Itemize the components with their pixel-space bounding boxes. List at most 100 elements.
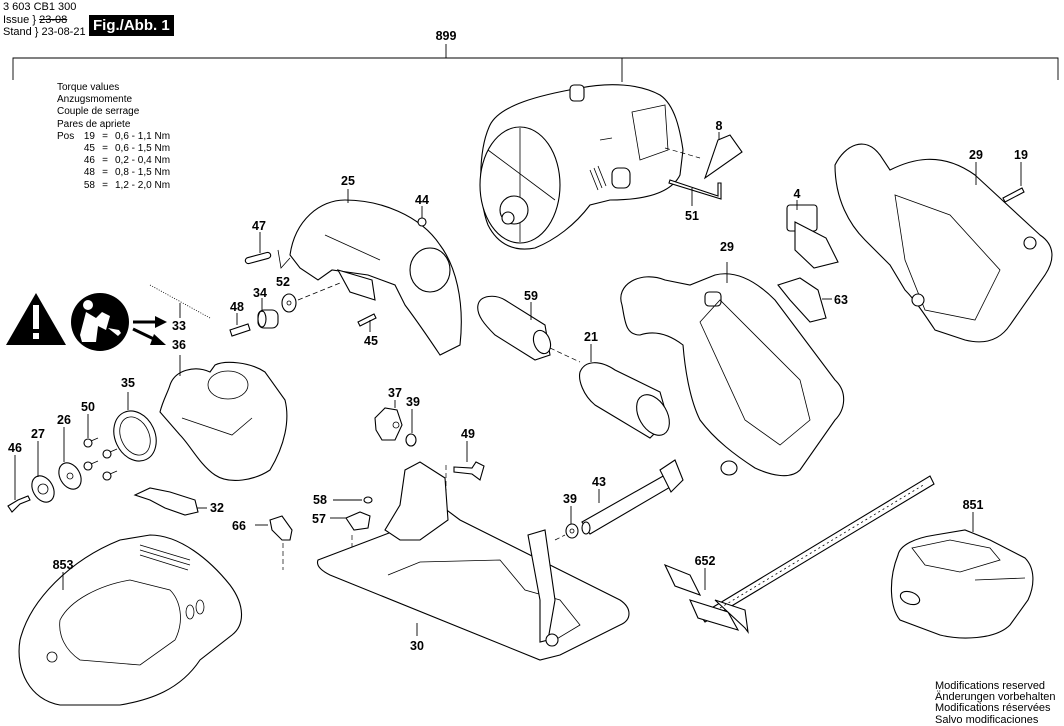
part-26-washer	[58, 462, 82, 490]
part-label-34: 34	[253, 286, 267, 300]
mod-fr: Modifications réservées	[935, 702, 1051, 715]
part-label-57: 57	[312, 512, 326, 526]
part-66-knob	[269, 515, 293, 541]
part-39-washer-a	[405, 433, 417, 447]
part-8-wedge	[703, 134, 743, 180]
stand-line: Stand } 23-08-21	[3, 26, 86, 38]
part-19-screw	[1002, 187, 1025, 203]
figure-label: Fig./Abb. 1	[89, 15, 174, 36]
part-47-pin	[244, 251, 272, 265]
part-57-clip	[345, 511, 371, 531]
part-label-52: 52	[276, 275, 290, 289]
part-48-screw	[229, 323, 251, 337]
part-label-45: 45	[364, 334, 378, 348]
warning-triangle-icon	[6, 293, 66, 345]
torque-row: Pos 19 = 0,6 - 1,1 Nm	[57, 131, 170, 143]
part-label-851: 851	[963, 498, 984, 512]
part-label-39-b: 39	[563, 492, 577, 506]
torque-eq: =	[102, 167, 108, 179]
torque-pos: 48	[83, 167, 95, 179]
part-label-59: 59	[524, 289, 538, 303]
part-label-27: 27	[31, 427, 45, 441]
torque-value: 0,6 - 1,1 Nm	[115, 130, 171, 142]
part-label-4: 4	[794, 187, 801, 201]
part-label-49: 49	[461, 427, 475, 441]
part-label-26: 26	[57, 413, 71, 427]
motor-unit	[479, 84, 684, 250]
part-652-parallel-guide	[663, 475, 935, 635]
part-39-washer-b	[565, 523, 579, 539]
arrow-to-36-icon	[132, 327, 166, 345]
issue-line: Issue } 23-08	[3, 14, 68, 26]
part-30-base-plate	[316, 461, 630, 661]
part-58-screw	[363, 496, 373, 504]
part-label-51: 51	[685, 209, 699, 223]
part-49-bolt	[453, 461, 485, 481]
part-label-8: 8	[716, 119, 723, 133]
torque-row: 46=0,2 - 0,4 Nm	[57, 155, 170, 167]
part-851-battery	[890, 529, 1034, 639]
part-label-652: 652	[695, 554, 716, 568]
part-label-58: 58	[313, 493, 327, 507]
part-label-853: 853	[53, 558, 74, 572]
part-label-50: 50	[81, 400, 95, 414]
part-50-screws	[83, 437, 118, 481]
part-27-flange	[31, 475, 55, 503]
part-29-housing-left	[620, 273, 845, 477]
assembly-bracket-899	[12, 44, 1059, 82]
torque-eq: =	[102, 143, 108, 155]
modifications-note: Modifications reserved Änderungen vorbeh…	[935, 680, 1056, 726]
pos-label: Pos	[57, 130, 75, 142]
part-29-housing-right	[834, 143, 1053, 343]
torque-pos: 58	[83, 179, 95, 191]
torque-title-de: Anzugsmomente	[57, 94, 133, 106]
mod-es: Salvo modificaciones	[935, 713, 1039, 726]
part-4-brush	[786, 204, 839, 269]
part-label-33: 33	[172, 319, 186, 333]
torque-eq: =	[102, 130, 108, 142]
stand-label: Stand	[3, 26, 32, 38]
part-label-39-a: 39	[406, 395, 420, 409]
part-label-899: 899	[436, 29, 457, 43]
read-manual-icon	[71, 293, 129, 351]
torque-value: 0,8 - 1,5 Nm	[115, 167, 171, 179]
torque-title-fr: Couple de serrage	[57, 106, 140, 118]
part-label-47: 47	[252, 219, 266, 233]
part-label-29-right: 29	[969, 148, 983, 162]
torque-table: Torque values Anzugsmomente Couple de se…	[57, 82, 170, 192]
part-51-hex-key	[668, 179, 722, 200]
torque-row: 48 = 0,8 - 1,5 Nm	[57, 167, 170, 179]
torque-title-es: Pares de apriete	[57, 118, 131, 130]
part-35-ring	[113, 410, 157, 462]
part-46-bolt	[7, 495, 31, 513]
part-45-screw	[357, 313, 377, 327]
part-label-35: 35	[121, 376, 135, 390]
torque-pos: 19	[83, 130, 95, 142]
stand-value: 23-08-21	[41, 26, 86, 38]
part-label-29-left: 29	[720, 240, 734, 254]
issue-value: 23-08	[39, 14, 68, 26]
part-label-19: 19	[1014, 148, 1028, 162]
part-label-37: 37	[388, 386, 402, 400]
part-853-charger	[18, 534, 243, 706]
part-63-switch	[777, 277, 827, 323]
arrow-to-33-icon	[133, 316, 167, 328]
torque-eq: =	[102, 179, 108, 191]
part-label-21: 21	[584, 330, 598, 344]
part-36-lower-guard	[159, 361, 288, 481]
torque-pos: 46	[83, 155, 95, 167]
mod-de: Änderungen vorbehalten	[935, 691, 1056, 704]
part-label-32: 32	[210, 501, 224, 515]
torque-eq: =	[102, 155, 108, 167]
part-37-knob	[374, 407, 403, 441]
part-label-48: 48	[230, 300, 244, 314]
mod-en: Modifications reserved	[935, 680, 1046, 692]
torque-value: 0,6 - 1,5 Nm	[115, 143, 171, 155]
part-59-adapter	[477, 295, 552, 361]
part-44-nut	[417, 217, 427, 227]
part-52-washer	[281, 293, 297, 313]
torque-value: 1,2 - 2,0 Nm	[115, 179, 171, 191]
part-label-36: 36	[172, 338, 186, 352]
torque-title-en: Torque values	[57, 82, 120, 93]
